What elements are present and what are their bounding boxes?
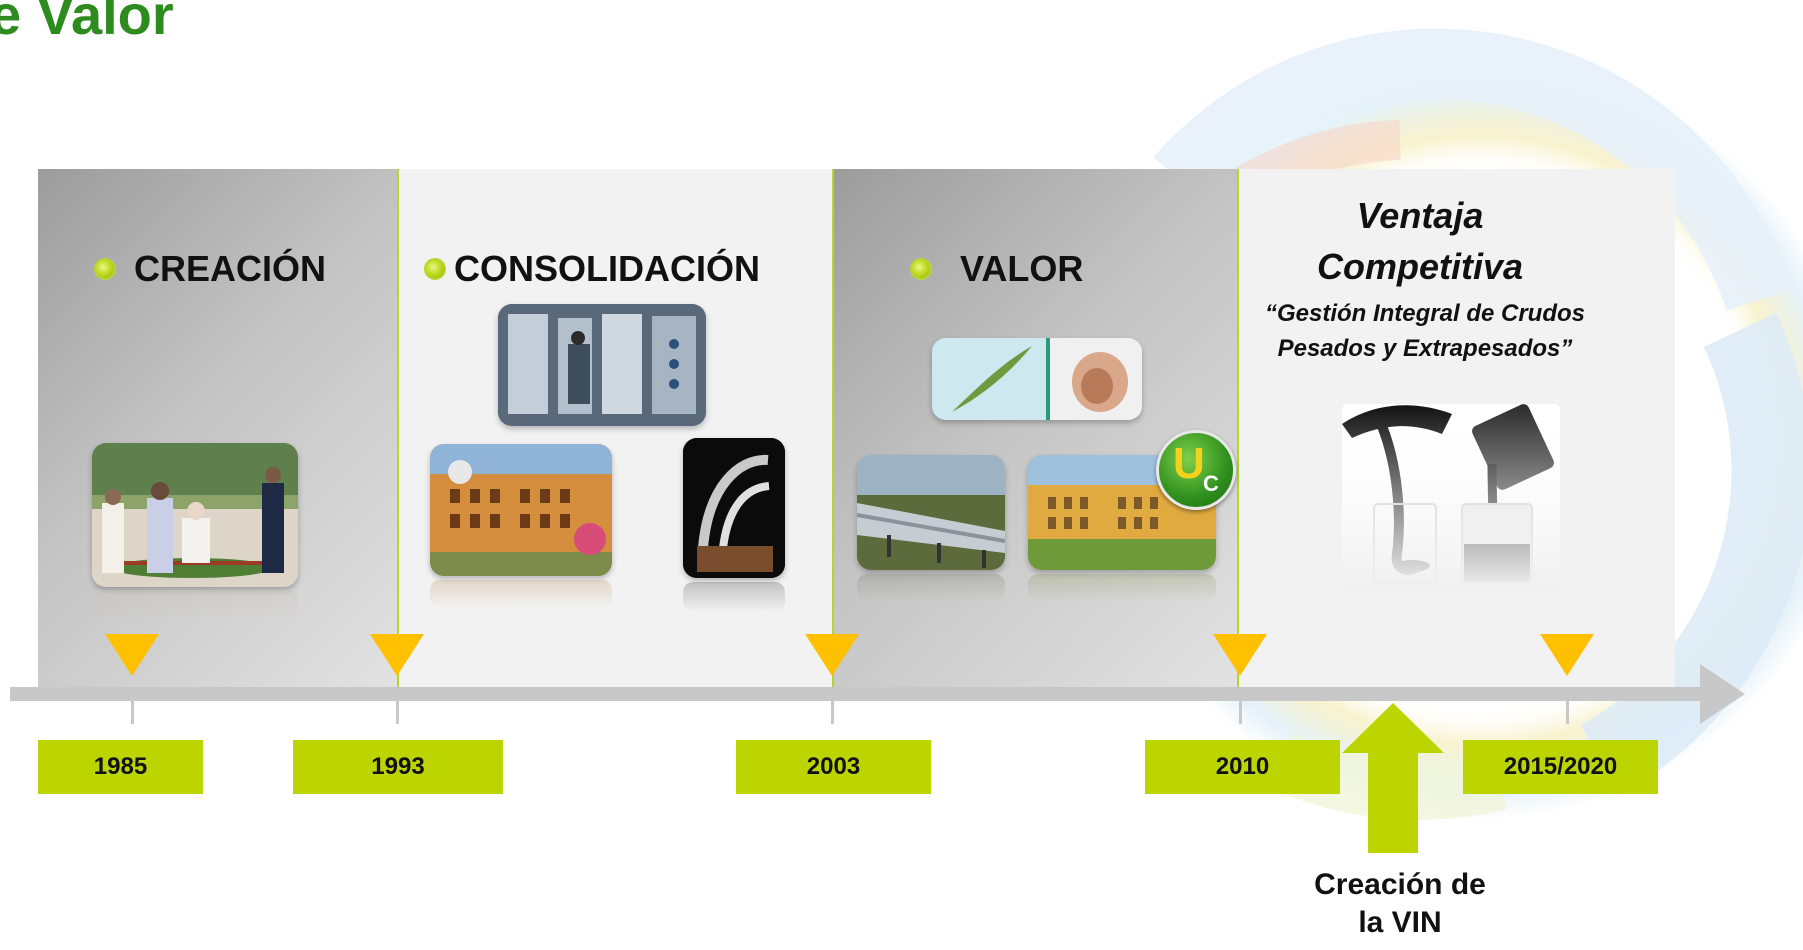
- phase-label: VALOR: [960, 248, 1084, 289]
- award-trophy-photo: [683, 438, 785, 578]
- milestone-caption: Creación de la VIN: [1275, 866, 1525, 942]
- office-building-photo: [430, 444, 612, 576]
- phase-label: CREACIÓN: [134, 248, 327, 289]
- green-bullet-icon: [910, 258, 932, 280]
- timeline-tick: [131, 688, 134, 724]
- panel-creacion: [38, 169, 398, 690]
- photo-reflection: [683, 582, 785, 612]
- panel-divider: [832, 169, 834, 690]
- competitive-subtitle-line1: “Gestión Integral de Crudos: [1264, 300, 1586, 327]
- milestone-caption-line1: Creación de: [1314, 868, 1486, 901]
- timeline-tick: [1566, 688, 1569, 724]
- timeline-tick: [396, 688, 399, 724]
- uc-logo-letter-c: C: [1203, 471, 1219, 496]
- phase-heading-creacion: CREACIÓN: [94, 248, 326, 290]
- photo-reflection: [857, 574, 1005, 602]
- timeline-marker: [105, 634, 159, 676]
- timeline-marker: [1213, 634, 1267, 676]
- panel-valor: [833, 169, 1238, 690]
- phase-heading-consolidacion: CONSOLIDACIÓN: [424, 248, 760, 290]
- microorganism-microscopy-photo: [932, 338, 1142, 420]
- competitive-subtitle-line2: Pesados y Extrapesados”: [1277, 335, 1573, 362]
- photo-reflection: [92, 590, 298, 620]
- milestone-up-arrow: [1342, 703, 1444, 853]
- panel-divider: [1237, 169, 1239, 690]
- page-title: e Valor: [0, 0, 174, 46]
- green-bullet-icon: [424, 258, 446, 280]
- timeline-axis-arrow: [10, 664, 1745, 724]
- crude-oil-beakers-photo: [1342, 404, 1560, 590]
- timeline-marker: [370, 634, 424, 676]
- milestone-caption-line2: la VIN: [1358, 906, 1442, 939]
- year-label: 2003: [736, 740, 931, 794]
- timeline-marker: [805, 634, 859, 676]
- year-label: 1993: [293, 740, 503, 794]
- phase-label: CONSOLIDACIÓN: [454, 248, 760, 289]
- photo-reflection: [1028, 574, 1216, 602]
- panel-consolidacion: [398, 169, 833, 690]
- year-label: 2010: [1145, 740, 1340, 794]
- green-bullet-icon: [94, 258, 116, 280]
- pipeline-photo: [857, 455, 1005, 570]
- uc-logo-letter-u: U: [1173, 439, 1205, 488]
- timeline-tick: [1239, 688, 1242, 724]
- uc-logo-badge: U C: [1156, 430, 1236, 510]
- year-label: 1985: [38, 740, 203, 794]
- laboratory-equipment-photo: [498, 304, 706, 426]
- competitive-title-line1: Ventaja: [1356, 195, 1484, 236]
- phase-heading-valor: VALOR: [910, 248, 1083, 290]
- competitive-title-line2: Competitiva: [1316, 246, 1524, 287]
- year-label: 2015/2020: [1463, 740, 1658, 794]
- foundation-ceremony-photo: [92, 443, 298, 587]
- timeline-tick: [831, 688, 834, 724]
- timeline-marker: [1540, 634, 1594, 676]
- photo-reflection: [430, 580, 612, 608]
- panel-divider: [397, 169, 399, 690]
